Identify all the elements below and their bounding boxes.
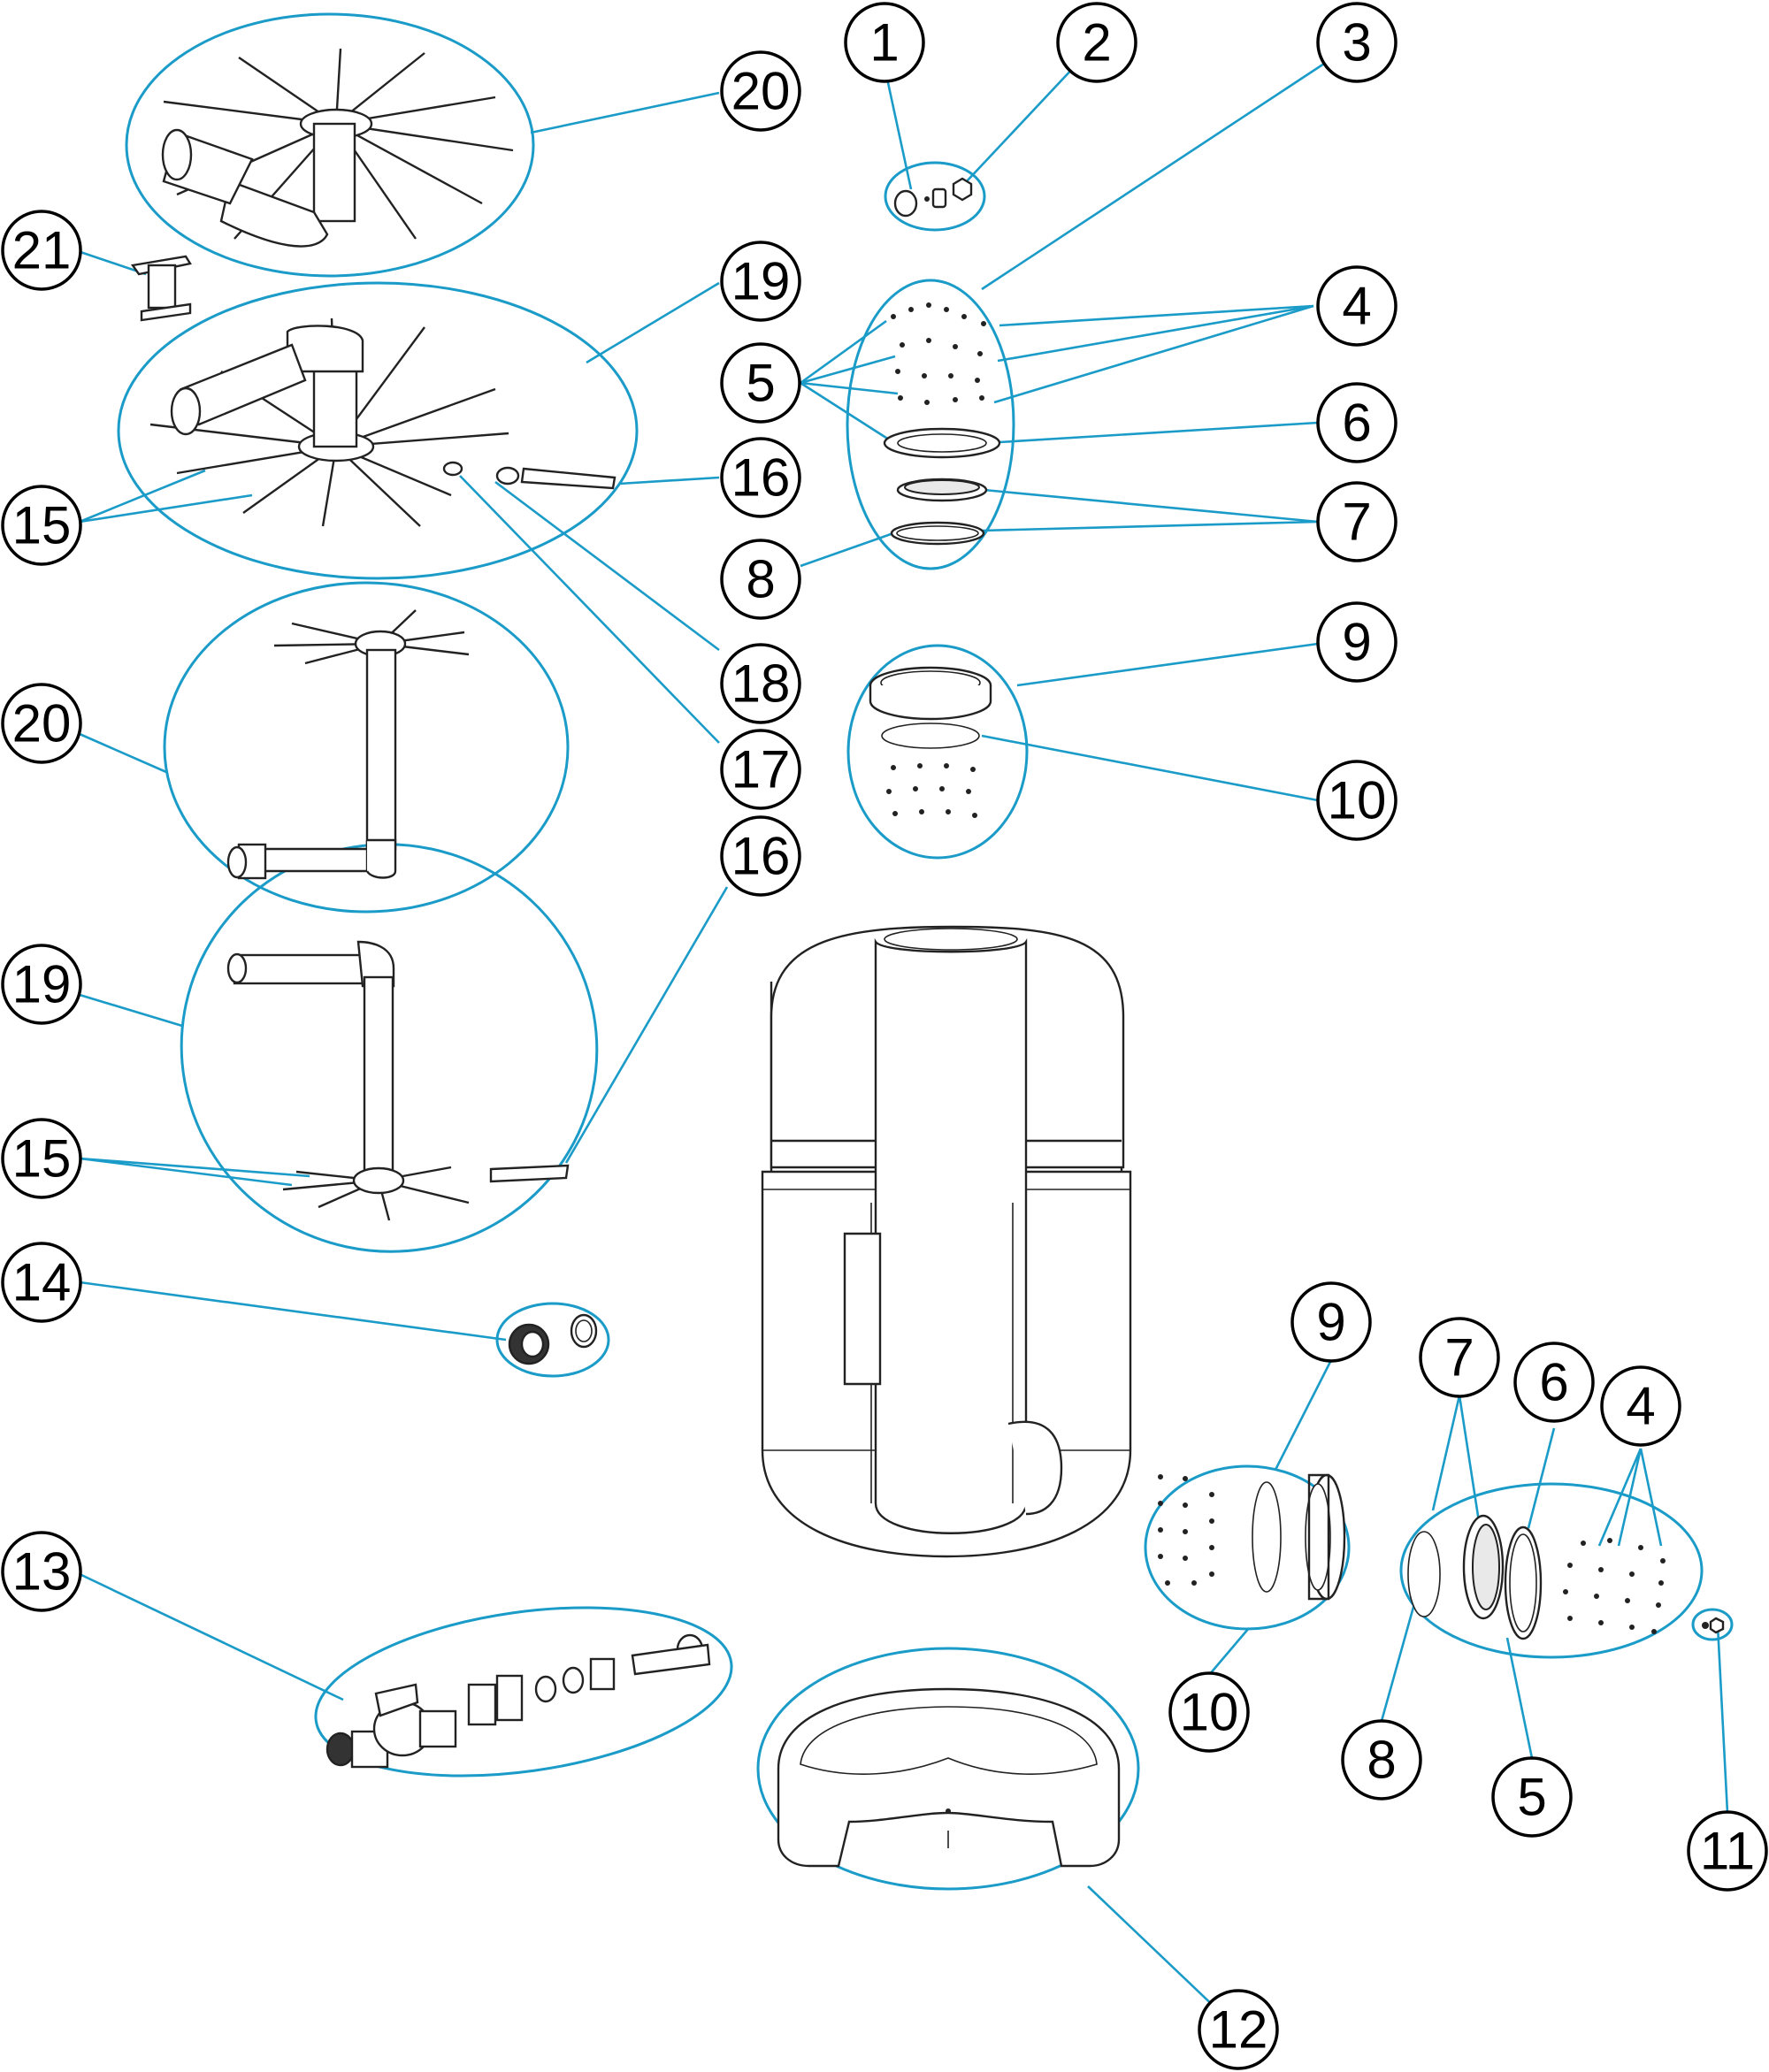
group-20-top xyxy=(125,12,535,278)
svg-text:10: 10 xyxy=(1328,771,1387,830)
group-1-2 xyxy=(884,161,986,232)
svg-text:19: 19 xyxy=(731,252,791,311)
callout-2: 2 xyxy=(1056,2,1137,83)
svg-text:19: 19 xyxy=(12,955,72,1014)
tank-base xyxy=(777,1687,1121,1868)
group-11 xyxy=(1691,1608,1734,1641)
group-12-base xyxy=(756,1647,1140,1891)
callout-21: 21 xyxy=(1,210,82,291)
svg-text:14: 14 xyxy=(12,1253,72,1312)
callout-20-mid: 20 xyxy=(1,683,82,764)
svg-text:8: 8 xyxy=(1367,1731,1396,1790)
lateral-assembly-19-top xyxy=(149,317,616,527)
nozzle-dots-side-flange xyxy=(1563,1538,1666,1634)
group-3 xyxy=(846,279,1015,570)
locking-ring-top xyxy=(869,666,992,818)
callout-9: 9 xyxy=(1316,601,1398,683)
callout-3: 3 xyxy=(1316,2,1398,83)
flange-side-parts xyxy=(1407,1514,1666,1640)
callout-10: 10 xyxy=(1316,760,1398,841)
callout-14: 14 xyxy=(1,1242,82,1323)
svg-text:3: 3 xyxy=(1342,13,1371,73)
lid-flange-parts xyxy=(883,302,1001,546)
svg-text:11: 11 xyxy=(1700,1822,1755,1881)
svg-text:10: 10 xyxy=(1180,1683,1239,1742)
svg-text:6: 6 xyxy=(1342,394,1371,453)
callout-12: 12 xyxy=(1198,1989,1279,2070)
loose-lateral-pieces xyxy=(442,461,616,490)
callout-9-side: 9 xyxy=(1290,1281,1372,1363)
callout-20: 20 xyxy=(720,50,801,132)
callout-4-side: 4 xyxy=(1600,1365,1681,1447)
callout-7: 7 xyxy=(1316,481,1398,562)
svg-text:18: 18 xyxy=(731,654,791,714)
callout-10-side: 10 xyxy=(1168,1671,1250,1753)
lateral-assembly-19-mid xyxy=(226,940,570,1221)
group-19-top xyxy=(117,281,639,580)
svg-text:16: 16 xyxy=(731,448,791,508)
nozzle-dots-top-ring xyxy=(886,763,977,818)
callout-8: 8 xyxy=(720,539,801,620)
nozzle-dots-top xyxy=(891,302,986,405)
callout-7-side: 7 xyxy=(1419,1317,1500,1398)
svg-text:21: 21 xyxy=(12,221,72,280)
group-19-mid xyxy=(180,843,599,1253)
callout-19: 19 xyxy=(720,241,801,322)
group-9-10-top xyxy=(846,644,1029,860)
svg-text:7: 7 xyxy=(1342,493,1371,552)
svg-text:8: 8 xyxy=(746,550,775,609)
callout-19-mid: 19 xyxy=(1,944,82,1025)
lateral-assembly-20-mid xyxy=(226,609,470,880)
small-nozzle xyxy=(1702,1617,1725,1634)
filter-tank xyxy=(761,925,1132,1558)
svg-text:4: 4 xyxy=(1342,277,1371,336)
group-13 xyxy=(314,1606,733,1778)
callout-6-side: 6 xyxy=(1513,1342,1595,1423)
group-4-side xyxy=(1399,1482,1704,1659)
callout-6: 6 xyxy=(1316,382,1398,463)
svg-text:5: 5 xyxy=(1517,1768,1546,1827)
callout-8-side: 8 xyxy=(1341,1719,1422,1801)
callout-18: 18 xyxy=(720,643,801,724)
svg-text:17: 17 xyxy=(731,740,791,799)
svg-text:9: 9 xyxy=(1316,1293,1345,1352)
callout-16-mid: 16 xyxy=(720,815,801,897)
callout-13: 13 xyxy=(1,1531,82,1612)
group-20-mid xyxy=(163,581,570,914)
locking-ring-side xyxy=(1158,1473,1346,1601)
callout-11: 11 xyxy=(1687,1810,1768,1892)
nozzle-dots-side xyxy=(1158,1474,1214,1586)
svg-text:16: 16 xyxy=(731,827,791,886)
svg-text:20: 20 xyxy=(731,62,791,121)
svg-text:5: 5 xyxy=(746,354,775,413)
svg-text:4: 4 xyxy=(1626,1377,1655,1436)
union-fitting xyxy=(508,1313,598,1365)
svg-text:12: 12 xyxy=(1209,2000,1268,2060)
valve-assembly xyxy=(325,1633,711,1769)
callout-5-side: 5 xyxy=(1491,1756,1573,1838)
callout-16: 16 xyxy=(720,437,801,518)
callout-15: 15 xyxy=(1,485,82,566)
group-14 xyxy=(495,1302,610,1378)
svg-text:13: 13 xyxy=(12,1542,72,1602)
svg-text:2: 2 xyxy=(1082,13,1111,73)
callout-5: 5 xyxy=(720,342,801,424)
svg-text:7: 7 xyxy=(1444,1328,1474,1388)
svg-text:15: 15 xyxy=(12,496,72,555)
callout-15-mid: 15 xyxy=(1,1118,82,1199)
svg-text:20: 20 xyxy=(12,694,72,753)
svg-text:9: 9 xyxy=(1342,613,1371,672)
svg-text:15: 15 xyxy=(12,1129,72,1189)
cap-and-nut-parts xyxy=(893,177,973,218)
lateral-assembly-top xyxy=(161,48,514,248)
spacer-part xyxy=(130,255,192,322)
svg-text:6: 6 xyxy=(1539,1353,1568,1412)
svg-text:1: 1 xyxy=(869,13,899,73)
callout-17: 17 xyxy=(720,729,801,810)
leader-lines xyxy=(74,60,1729,2030)
callout-1: 1 xyxy=(844,2,925,83)
callout-4: 4 xyxy=(1316,265,1398,347)
